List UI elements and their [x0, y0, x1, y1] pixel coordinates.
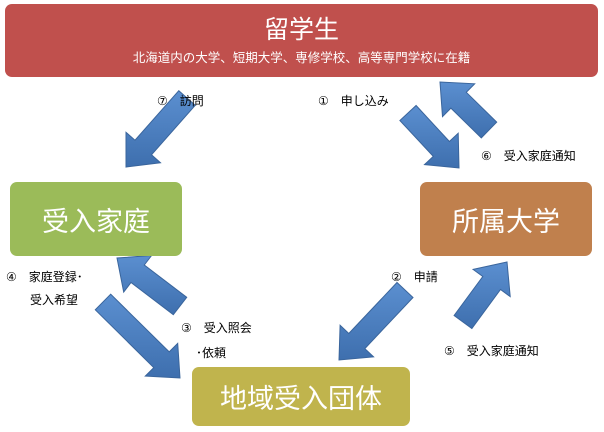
arrow-notify-student: [439, 81, 498, 139]
label-host-request: 受入希望: [30, 293, 79, 307]
host-family-label: 受入家庭: [42, 206, 150, 238]
arrow-host-inquiry: [116, 254, 188, 316]
label-host-inquiry-2: ･依頼: [196, 346, 227, 360]
label-host-inquiry: ③ 受入照会: [181, 321, 252, 335]
label-apply: ① 申し込み: [318, 94, 389, 108]
arrow-apply: [399, 104, 460, 169]
student-title: 留学生: [263, 14, 339, 44]
label-visit: ⑦ 訪問: [157, 94, 204, 108]
local-org-box: 地域受入団体: [192, 367, 410, 426]
university-box: 所属大学: [420, 182, 592, 256]
label-notify-org: ⑤ 受入家庭通知: [444, 344, 539, 358]
student-box: 留学生 北海道内の大学、短期大学、専修学校、高等専門学校に在籍: [5, 4, 598, 77]
label-notify-student: ⑥ 受入家庭通知: [481, 149, 576, 163]
label-family-registration: ④ 家庭登録･: [6, 270, 83, 284]
local-org-label: 地域受入団体: [220, 384, 382, 415]
arrow-application: [338, 281, 414, 361]
university-label: 所属大学: [452, 206, 560, 238]
arrow-family-registration: [94, 293, 181, 379]
student-subtitle: 北海道内の大学、短期大学、専修学校、高等専門学校に在籍: [132, 49, 471, 65]
arrow-visit: [125, 89, 196, 168]
arrow-notify-org: [453, 261, 511, 330]
label-application: ② 申請: [391, 270, 438, 284]
host-family-box: 受入家庭: [10, 182, 182, 256]
